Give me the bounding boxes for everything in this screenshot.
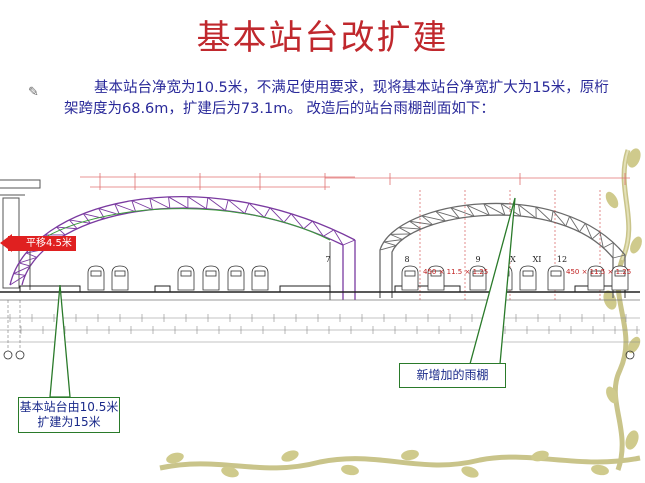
callout-platform-expansion: 基本站台由10.5米扩建为15米 <box>18 397 120 433</box>
shift-label: 平移4.5米 <box>8 236 76 251</box>
svg-text:✎: ✎ <box>28 85 39 100</box>
callout-new-canopy: 新增加的雨棚 <box>399 363 506 388</box>
track-number-7: 7 <box>325 255 330 264</box>
track-number-12: 12 <box>557 255 567 264</box>
platform-dimension-note: 450 × 11.5 × 1.25 <box>423 268 488 276</box>
description-paragraph: 基本站台净宽为10.5米，不满足使用要求，现将基本站台净宽扩大为15米，原桁架跨… <box>64 80 609 117</box>
slide-title: 基本站台改扩建 <box>196 18 449 58</box>
track-number-8: 8 <box>404 255 409 264</box>
platform-dimension-note: 450 × 11.5 × 1.25 <box>566 268 631 276</box>
track-number-xi: XI <box>533 255 542 264</box>
track-number-9: 9 <box>475 255 480 264</box>
track-number-x: X <box>510 255 516 264</box>
